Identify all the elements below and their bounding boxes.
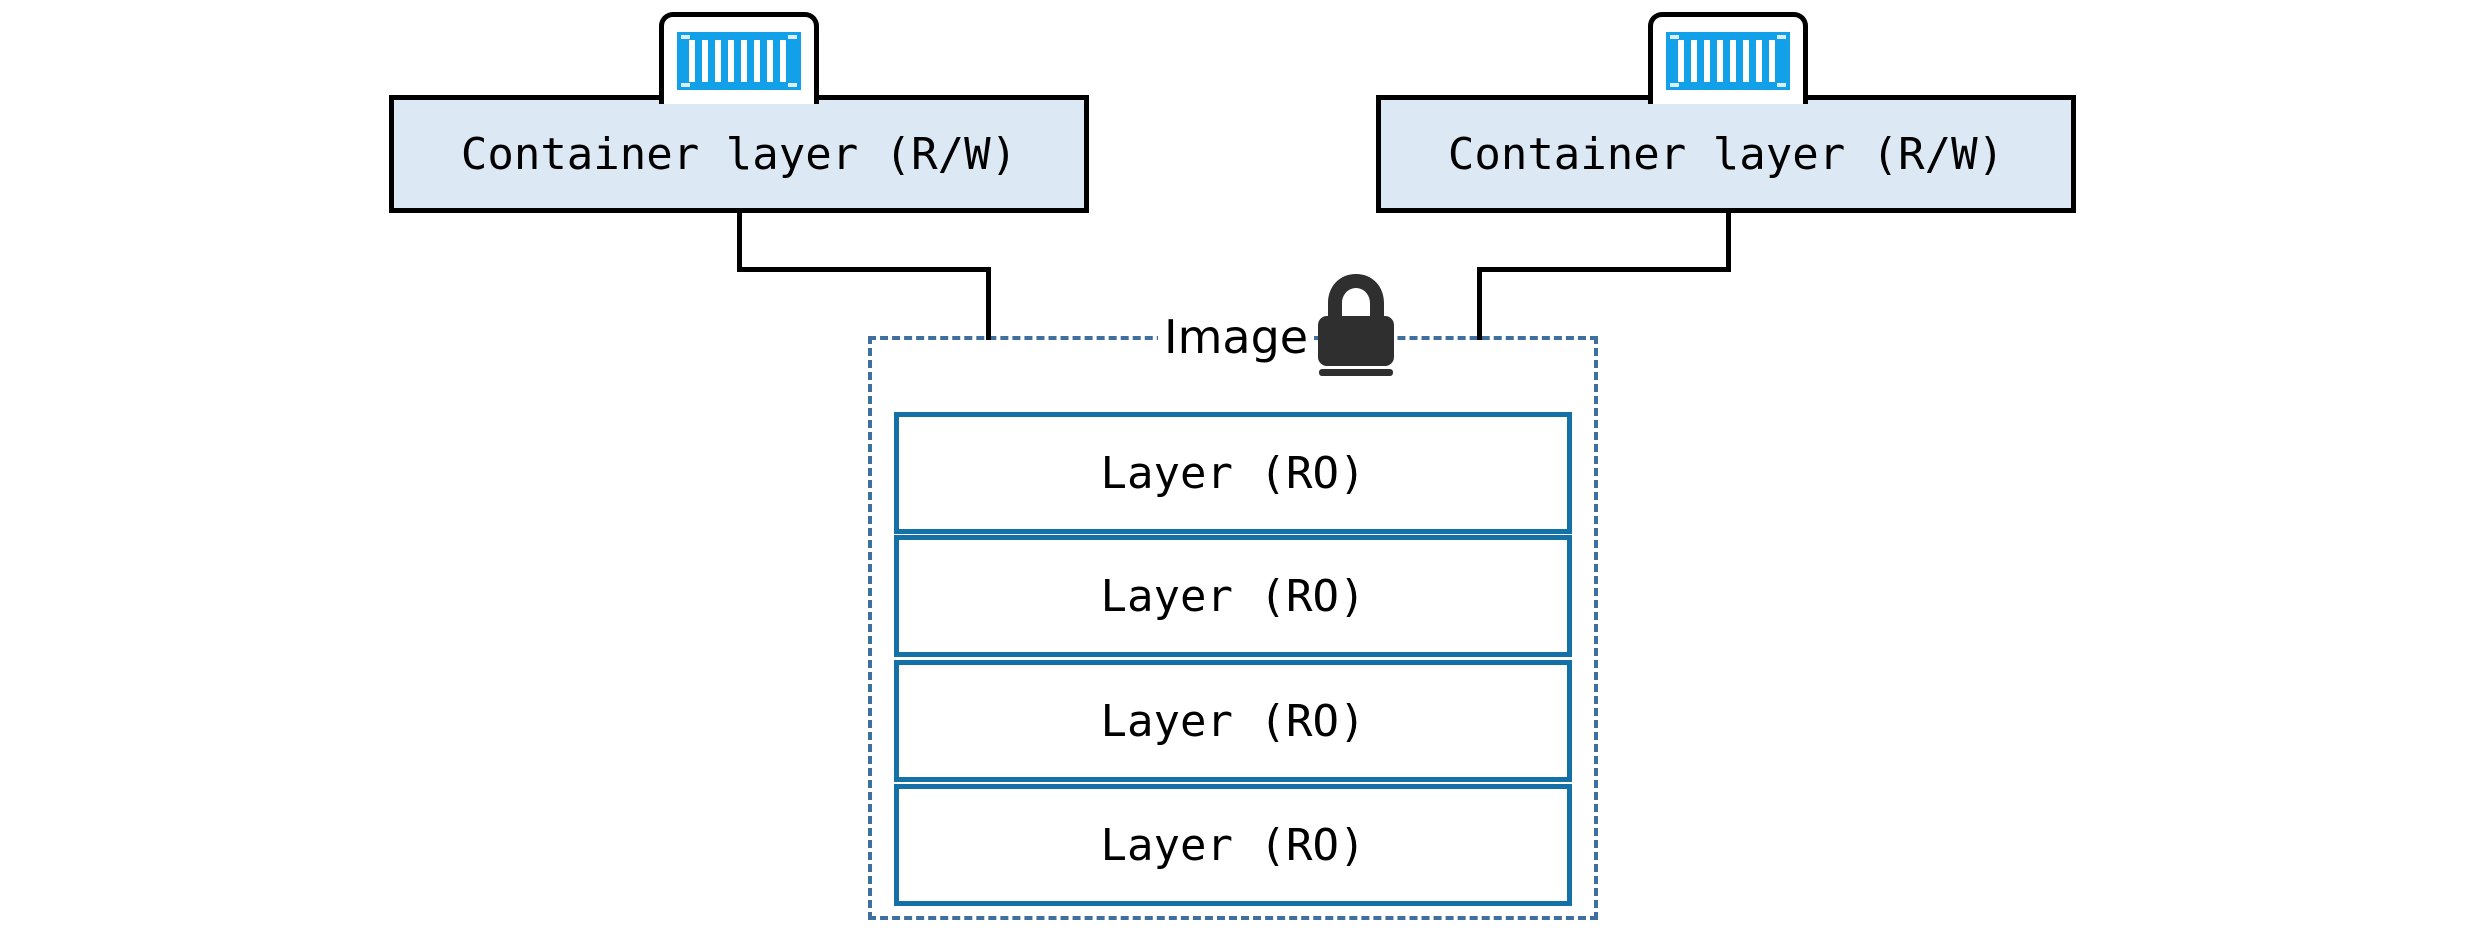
- image-layer-label: Layer (RO): [1100, 447, 1366, 499]
- image-layer-box[interactable]: Layer (RO): [894, 412, 1572, 534]
- lock-icon: [1313, 270, 1399, 376]
- image-layer-label: Layer (RO): [1100, 819, 1366, 871]
- image-layer-label: Layer (RO): [1100, 695, 1366, 747]
- connector-right-horizontal: [1477, 267, 1731, 272]
- container-layer-box-right[interactable]: Container layer (R/W): [1376, 95, 2076, 213]
- shipping-container-icon: [659, 12, 819, 104]
- container-layer-label-right: Container layer (R/W): [1447, 128, 2005, 180]
- connector-left-vertical-upper: [737, 212, 742, 270]
- connector-left-horizontal: [737, 267, 991, 272]
- connector-right-vertical-lower: [1477, 267, 1482, 340]
- shipping-container-icon: [1648, 12, 1808, 104]
- image-label: Image: [1158, 314, 1315, 360]
- connector-left-vertical-lower: [986, 267, 991, 340]
- container-layer-box-left[interactable]: Container layer (R/W): [389, 95, 1089, 213]
- lock-glyph: [1318, 274, 1394, 376]
- image-layer-box[interactable]: Layer (RO): [894, 784, 1572, 906]
- connector-right-vertical-upper: [1726, 212, 1731, 270]
- image-layer-box[interactable]: Layer (RO): [894, 660, 1572, 782]
- shipping-container-glyph: [677, 31, 801, 90]
- shipping-container-glyph: [1666, 31, 1790, 90]
- image-layer-box[interactable]: Layer (RO): [894, 535, 1572, 657]
- image-layer-label: Layer (RO): [1100, 570, 1366, 622]
- container-layer-label-left: Container layer (R/W): [460, 128, 1018, 180]
